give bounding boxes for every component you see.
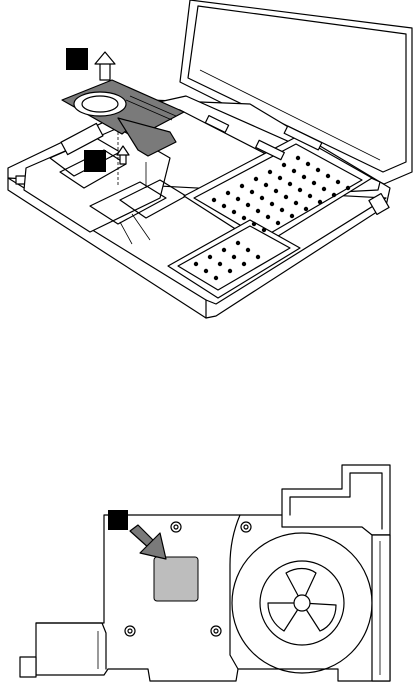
cover-hole xyxy=(274,189,278,193)
cover-hole xyxy=(308,194,312,198)
cover-hole xyxy=(236,197,240,201)
cover-hole xyxy=(326,174,330,178)
cover-hole xyxy=(264,183,268,187)
cover-hole xyxy=(228,269,232,273)
cover-hole xyxy=(246,203,250,207)
cover-hole xyxy=(250,190,254,194)
cover-hole xyxy=(236,241,240,245)
laptop-disassembly-illustration xyxy=(0,0,414,325)
cover-hole xyxy=(214,276,218,280)
cover-hole xyxy=(276,221,280,225)
cover-hole xyxy=(194,262,198,266)
cover-hole xyxy=(280,208,284,212)
cover-hole xyxy=(266,215,270,219)
cover-hole xyxy=(306,162,310,166)
heatsink-plate xyxy=(20,515,390,681)
step-marker xyxy=(66,48,88,70)
cover-hole xyxy=(222,204,226,208)
thermal-pad xyxy=(154,557,198,601)
cover-hole xyxy=(268,170,272,174)
cover-hole xyxy=(232,210,236,214)
cover-hole xyxy=(296,156,300,160)
cover-hole xyxy=(336,180,340,184)
cover-hole xyxy=(256,255,260,259)
cover-hole xyxy=(212,198,216,202)
cover-hole xyxy=(262,228,266,232)
cover-hole xyxy=(282,163,286,167)
cover-hole xyxy=(292,169,296,173)
cover-hole xyxy=(288,182,292,186)
cover-hole xyxy=(278,176,282,180)
cover-hole xyxy=(346,186,350,190)
heatsink-shroud xyxy=(282,465,390,535)
cover-hole xyxy=(270,202,274,206)
cover-hole xyxy=(222,248,226,252)
heatsink-drawing xyxy=(0,455,414,688)
step-marker xyxy=(108,510,128,530)
cover-hole xyxy=(294,201,298,205)
cover-hole xyxy=(218,262,222,266)
cover-hole xyxy=(302,175,306,179)
cover-hole xyxy=(332,193,336,197)
cover-hole xyxy=(242,262,246,266)
laptop-drawing xyxy=(0,0,414,325)
cover-hole xyxy=(242,216,246,220)
cover-hole xyxy=(322,187,326,191)
cover-hole xyxy=(290,214,294,218)
cover-hole xyxy=(304,207,308,211)
cover-hole xyxy=(298,188,302,192)
cover-hole xyxy=(254,177,258,181)
arrow-up-icon xyxy=(95,52,115,80)
step-marker xyxy=(84,150,106,172)
cover-hole xyxy=(208,255,212,259)
cover-hole xyxy=(260,196,264,200)
cover-hole xyxy=(232,255,236,259)
cover-hole xyxy=(226,191,230,195)
cover-hole xyxy=(318,200,322,204)
cover-hole xyxy=(256,209,260,213)
cover-hole xyxy=(204,269,208,273)
cover-hole xyxy=(240,184,244,188)
heatsink-underside-illustration xyxy=(0,455,414,688)
cover-hole xyxy=(252,222,256,226)
cover-hole xyxy=(312,181,316,185)
cover-hole xyxy=(316,168,320,172)
cover-hole xyxy=(246,248,250,252)
cover-hole xyxy=(284,195,288,199)
